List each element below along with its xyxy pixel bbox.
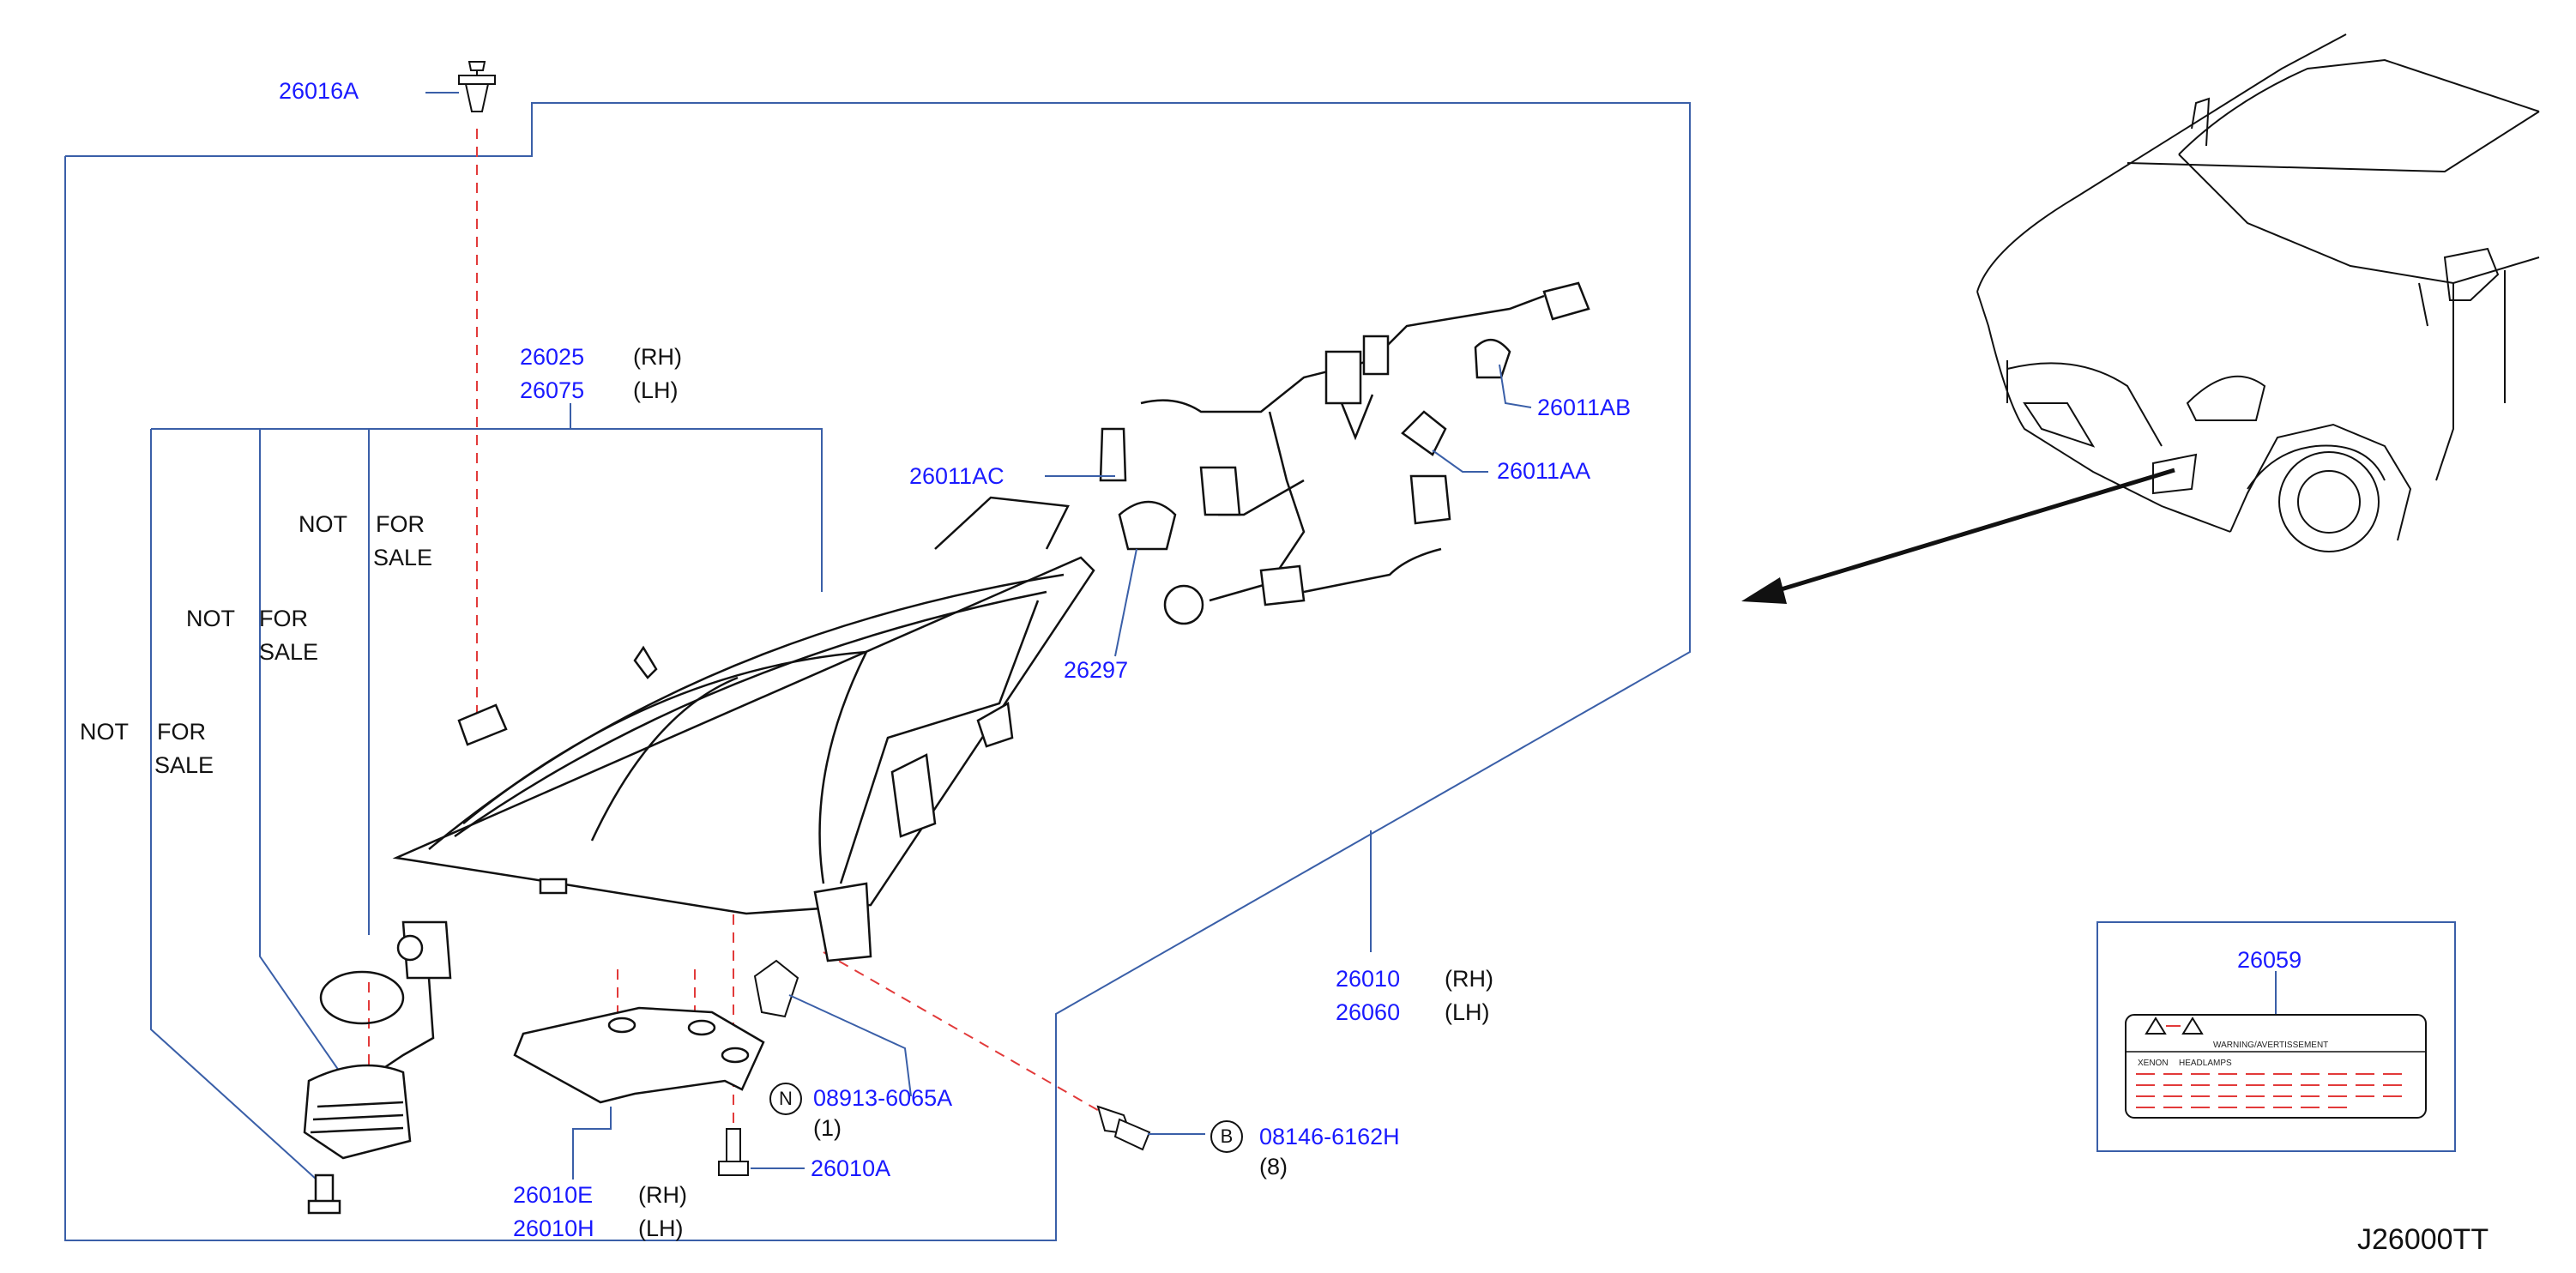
hidden-lines <box>368 129 1107 1124</box>
bracket-26025 <box>151 428 823 592</box>
part-label-26011AA[interactable]: 26011AA <box>1497 458 1591 484</box>
warning-label <box>2125 1014 2427 1119</box>
warning-triangle-icon-2 <box>2181 1017 2204 1035</box>
bracket-clip-08913 <box>753 959 799 1018</box>
side-label-rh-26010E: (RH) <box>638 1182 687 1208</box>
mounting-bracket-26010E <box>513 1006 765 1104</box>
not-for-sale-3-not: NOT <box>80 719 129 745</box>
vehicle-sketch <box>1976 33 2540 552</box>
warning-label-col1: XENON <box>2138 1059 2169 1068</box>
not-for-sale-1-sale: SALE <box>373 545 433 570</box>
warning-label-col2: HEADLAMPS <box>2179 1059 2232 1068</box>
part-label-26011AB[interactable]: 26011AB <box>1537 395 1632 420</box>
not-for-sale-1-for: FOR <box>376 511 425 537</box>
part-label-26010E[interactable]: 26010E <box>513 1182 594 1208</box>
badge-b: B <box>1210 1120 1243 1153</box>
side-label-lh-26010H: (LH) <box>638 1216 684 1241</box>
part-label-26025[interactable]: 26025 <box>520 344 585 370</box>
qty-label-1: (1) <box>813 1115 842 1141</box>
part-label-26297[interactable]: 26297 <box>1064 657 1129 683</box>
part-label-26010H[interactable]: 26010H <box>513 1216 594 1241</box>
not-for-sale-3-sale: SALE <box>154 752 214 778</box>
bolt-26010A <box>718 1128 749 1176</box>
warning-label-heading: WARNING/AVERTISSEMENT <box>2213 1041 2329 1050</box>
bolt-08146 <box>1096 1105 1151 1151</box>
headlamp-housing <box>392 496 1095 962</box>
side-label-rh: (RH) <box>633 344 682 370</box>
part-label-26059[interactable]: 26059 <box>2237 947 2302 973</box>
wiring-harness <box>1099 281 1590 625</box>
part-label-26010A[interactable]: 26010A <box>811 1155 891 1181</box>
warning-triangle-icon <box>2145 1017 2167 1035</box>
direction-arrow <box>1741 577 1787 604</box>
part-label-08913-6065A[interactable]: 08913-6065A <box>813 1085 953 1111</box>
assembly-outline <box>64 102 1691 1241</box>
not-for-sale-2-for: FOR <box>259 606 308 631</box>
ballast-assembly <box>303 920 452 1215</box>
clip-26016A <box>458 61 496 112</box>
not-for-sale-1-not: NOT <box>299 511 347 537</box>
not-for-sale-3-for: FOR <box>157 719 206 745</box>
not-for-sale-2-sale: SALE <box>259 639 319 665</box>
badge-n: N <box>769 1083 802 1115</box>
part-label-26075[interactable]: 26075 <box>520 377 585 403</box>
qty-label-8: (8) <box>1259 1154 1288 1179</box>
side-label-lh-26060: (LH) <box>1445 999 1490 1025</box>
part-label-26010[interactable]: 26010 <box>1336 966 1401 992</box>
side-label-lh: (LH) <box>633 377 679 403</box>
part-label-26016A[interactable]: 26016A <box>279 78 359 104</box>
part-label-26011AC[interactable]: 26011AC <box>909 463 1004 489</box>
side-label-rh-26010: (RH) <box>1445 966 1493 992</box>
warning-text-lines <box>2136 1073 2402 1108</box>
diagram-code: J26000TT <box>2357 1223 2489 1256</box>
part-label-26060[interactable]: 26060 <box>1336 999 1401 1025</box>
part-label-08146-6162H[interactable]: 08146-6162H <box>1259 1124 1400 1149</box>
not-for-sale-2-not: NOT <box>186 606 235 631</box>
